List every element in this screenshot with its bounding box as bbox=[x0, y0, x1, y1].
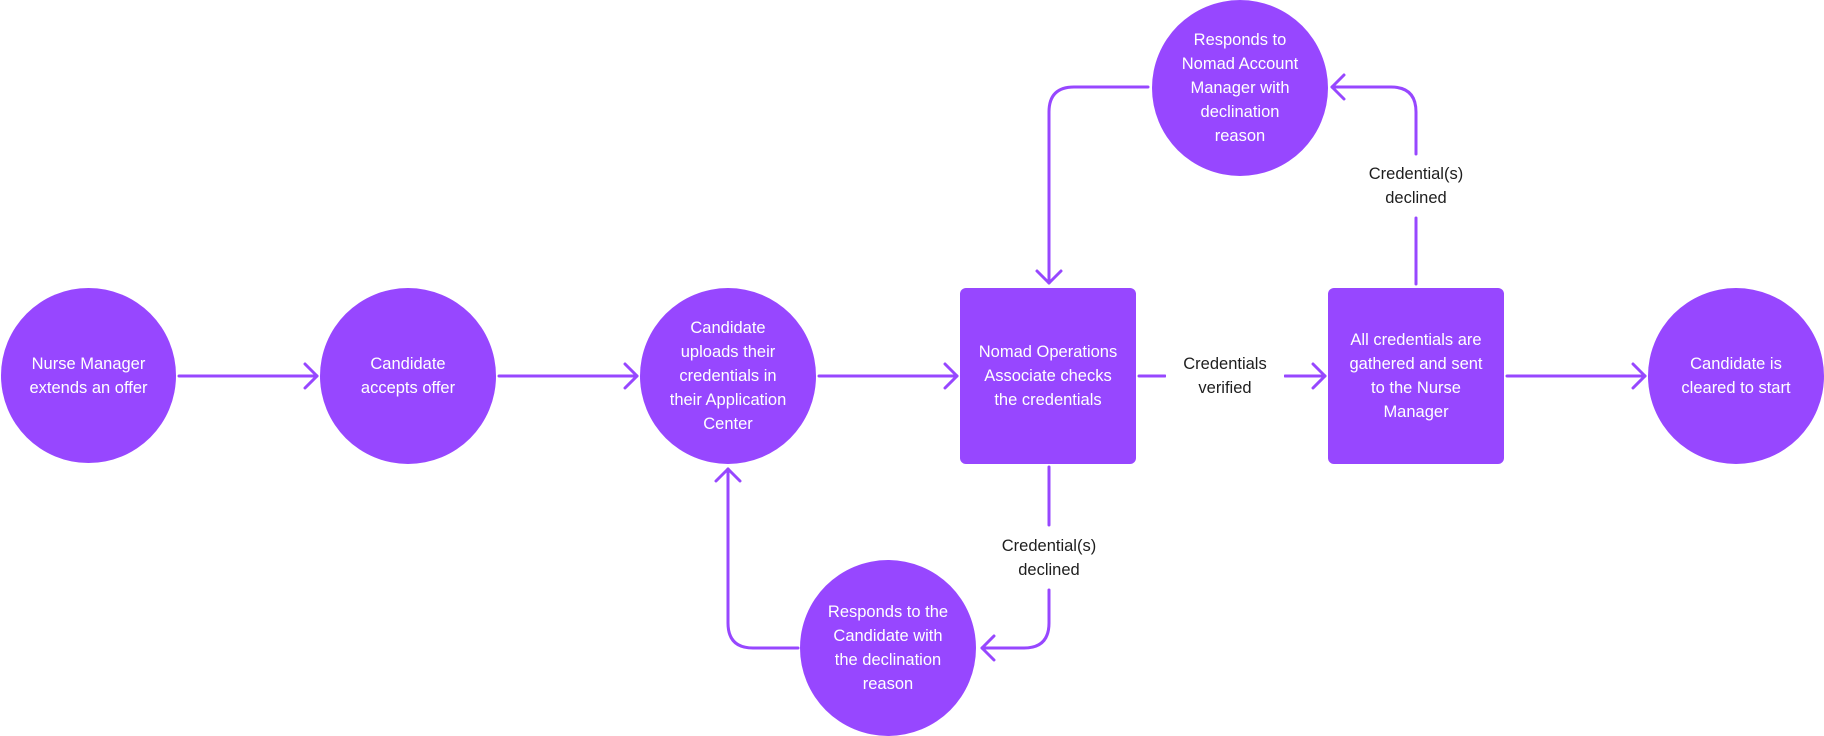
connector-respond-am-to-check bbox=[1035, 85, 1150, 285]
connector-offer-to-accept bbox=[177, 362, 319, 390]
node-candidate-uploads: Candidate uploads their credentials in t… bbox=[640, 288, 816, 464]
connector-gathered-to-cleared bbox=[1505, 362, 1647, 390]
connector-accept-to-upload bbox=[497, 362, 639, 390]
node-cleared-to-start: Candidate is cleared to start bbox=[1648, 288, 1824, 464]
node-credentials-gathered: All credentials are gathered and sent to… bbox=[1328, 288, 1504, 464]
node-nurse-manager-offer: Nurse Manager extends an offer bbox=[1, 288, 176, 463]
connector-check-to-gathered bbox=[1137, 362, 1327, 390]
connector-gathered-to-respond-am bbox=[1330, 73, 1418, 286]
node-responds-account-manager: Responds to Nomad Account Manager with d… bbox=[1152, 0, 1328, 176]
edge-label-verified: Credentials verified bbox=[1166, 352, 1284, 400]
connector-respond-candidate-to-upload bbox=[714, 467, 800, 650]
node-responds-candidate: Responds to the Candidate with the decli… bbox=[800, 560, 976, 736]
node-ops-checks: Nomad Operations Associate checks the cr… bbox=[960, 288, 1136, 464]
edge-label-declined-bottom: Credential(s) declined bbox=[989, 534, 1109, 582]
connector-check-to-respond-candidate bbox=[980, 465, 1051, 662]
connector-upload-to-check bbox=[817, 362, 959, 390]
node-candidate-accepts: Candidate accepts offer bbox=[320, 288, 496, 464]
edge-label-declined-top: Credential(s) declined bbox=[1356, 162, 1476, 210]
